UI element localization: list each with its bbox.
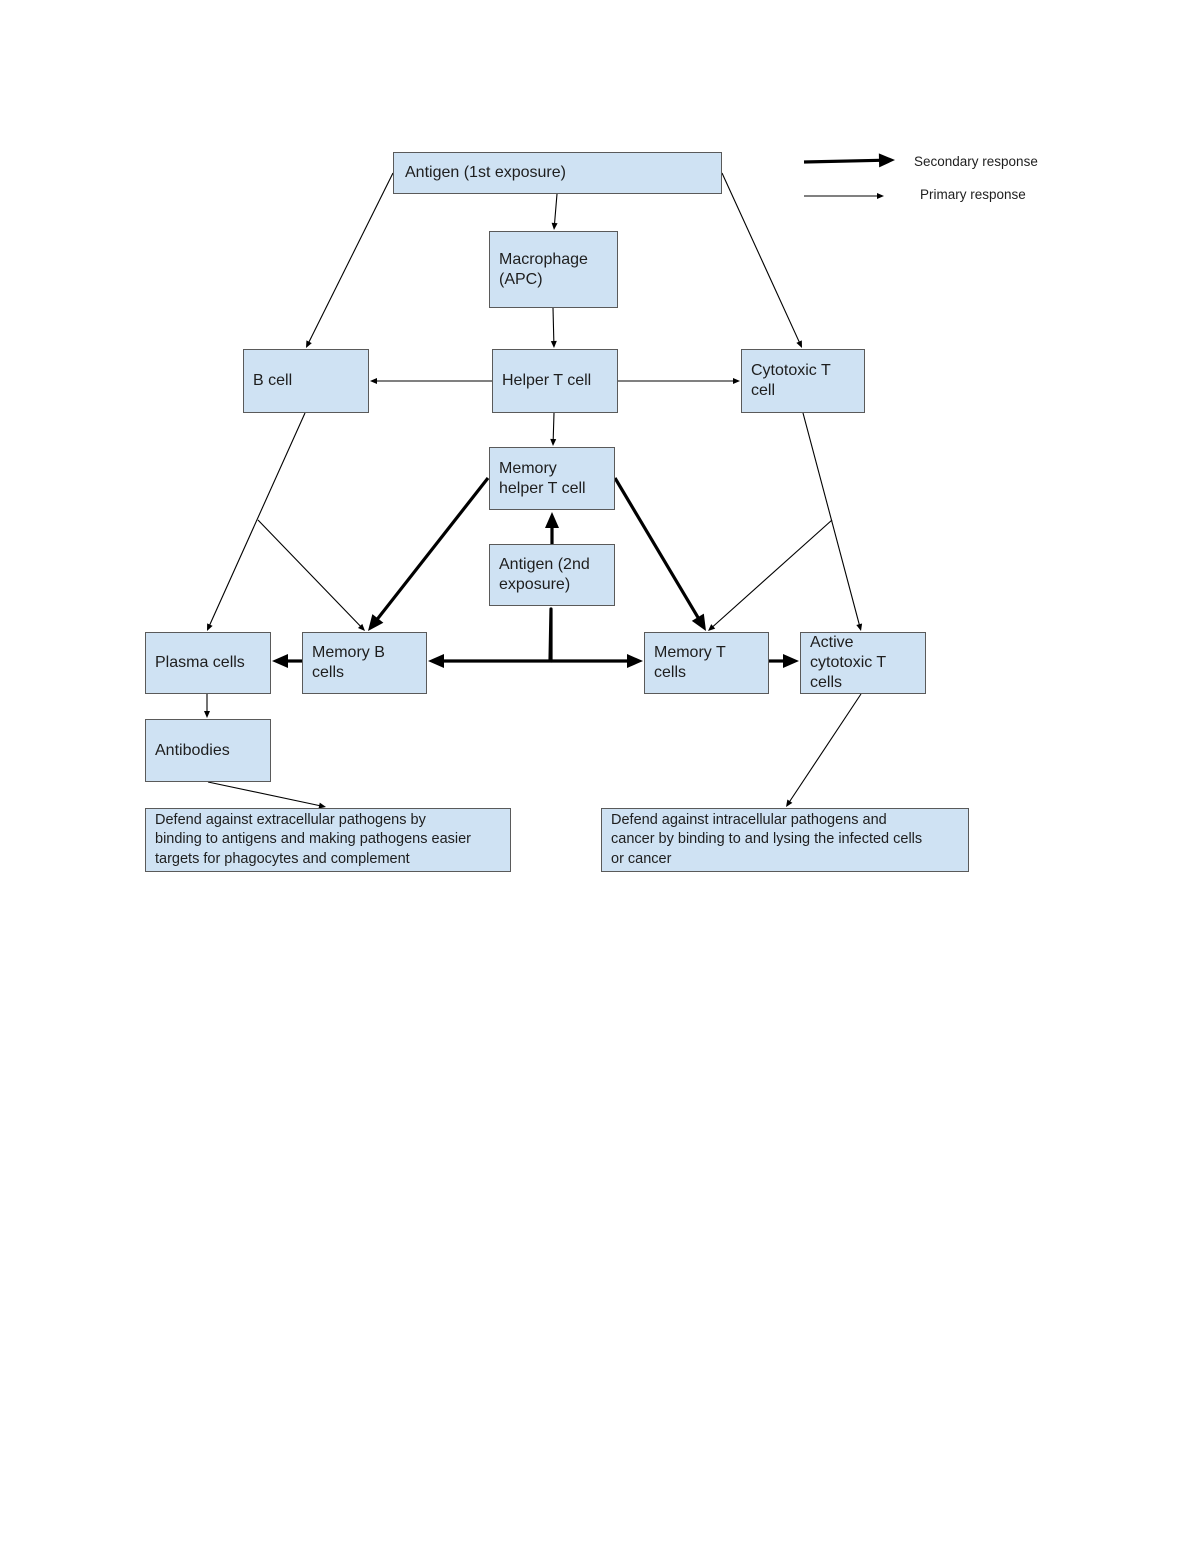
- arrow-antigen-2nd-to-memory-b: [428, 607, 553, 668]
- node-active-cytotoxic-t-cells: Active cytotoxic T cells: [800, 632, 926, 694]
- legend-secondary-response-label: Secondary response: [914, 154, 1038, 169]
- arrow-memory-b-to-plasma-cells: [272, 654, 302, 668]
- arrow-antigen-2nd-to-memory-t: [551, 654, 643, 668]
- node-macrophage: Macrophage (APC): [489, 231, 618, 308]
- arrow-memory-helper-t-to-memory-t: [613, 477, 706, 631]
- node-extracellular-defense: Defend against extracellular pathogens b…: [145, 808, 511, 872]
- legend-primary-response-label: Primary response: [920, 187, 1026, 202]
- arrow-antigen-1st-to-cytotoxic-t: [721, 172, 802, 348]
- node-plasma-cells: Plasma cells: [145, 632, 271, 694]
- arrow-cytotoxic-t-to-active-cytotoxic-t: [802, 412, 863, 631]
- arrow-helper-t-to-b-cell: [370, 378, 492, 384]
- legend-secondary-arrow: [803, 153, 895, 168]
- arrow-antigen-1st-to-b-cell: [306, 172, 394, 348]
- node-cytotoxic-t-cell: Cytotoxic T cell: [741, 349, 865, 413]
- node-memory-b-cells: Memory B cells: [302, 632, 427, 694]
- node-intracellular-defense: Defend against intracellular pathogens a…: [601, 808, 969, 872]
- node-antibodies: Antibodies: [145, 719, 271, 782]
- arrow-plasma-cells-to-antibodies: [204, 694, 210, 718]
- arrow-helper-t-to-memory-helper-t: [550, 412, 557, 446]
- arrow-helper-t-to-cytotoxic-t: [618, 378, 740, 384]
- arrow-macrophage-to-helper-t: [550, 307, 557, 348]
- node-antigen-1st-exposure: Antigen (1st exposure): [393, 152, 722, 194]
- arrow-antibodies-to-extracellular-defense: [207, 781, 326, 809]
- node-antigen-2nd-exposure: Antigen (2nd exposure): [489, 544, 615, 606]
- arrow-active-cytotoxic-t-to-intracellular-defense: [786, 693, 862, 807]
- arrow-b-cell-to-plasma-cells: [207, 412, 306, 631]
- arrow-antigen-2nd-to-memory-helper-t: [545, 512, 559, 544]
- arrow-memory-t-to-active-cytotoxic-t: [769, 654, 799, 668]
- arrow-cytotoxic-t-to-memory-t: [708, 519, 833, 631]
- arrow-memory-helper-t-to-memory-b: [368, 477, 490, 631]
- arrow-b-cell-to-memory-b: [257, 519, 365, 631]
- node-memory-t-cells: Memory T cells: [644, 632, 769, 694]
- legend-primary-arrow: [804, 193, 884, 199]
- node-b-cell: B cell: [243, 349, 369, 413]
- node-memory-helper-t-cell: Memory helper T cell: [489, 447, 615, 510]
- arrow-antigen-1st-to-macrophage: [551, 193, 558, 230]
- node-helper-t-cell: Helper T cell: [492, 349, 618, 413]
